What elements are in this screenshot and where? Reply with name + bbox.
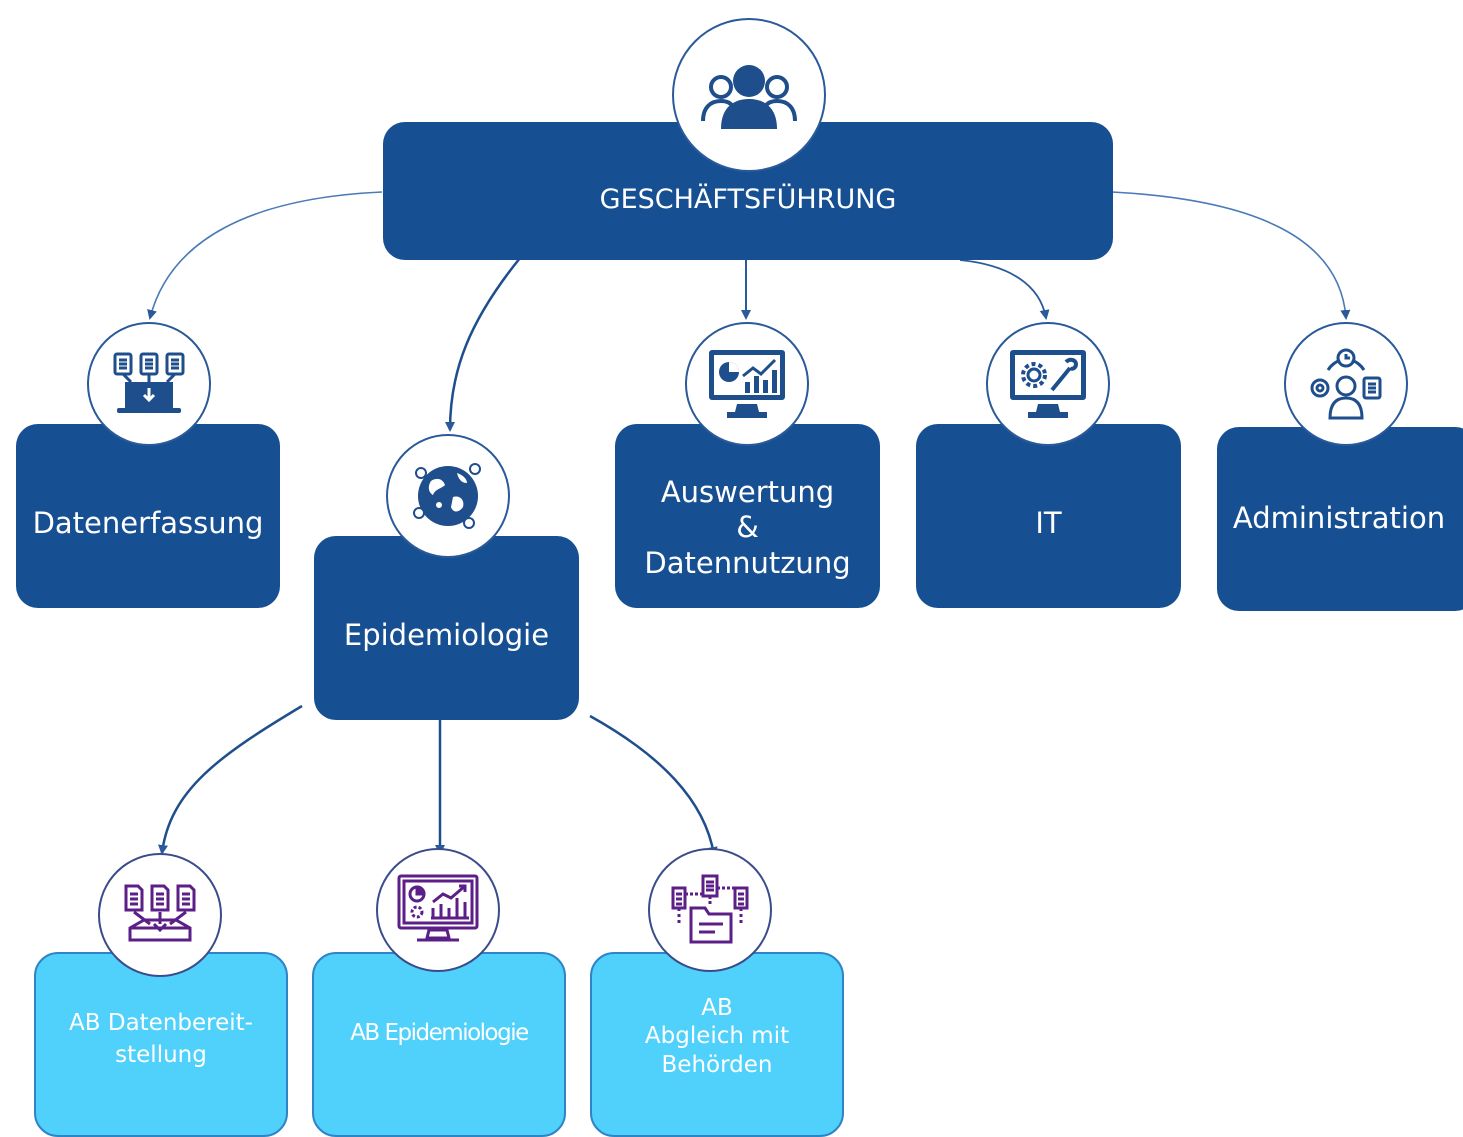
monitor-chart-icon (376, 848, 500, 972)
dept-epidemiologie-label: Epidemiologie (343, 618, 550, 653)
dept-auswertung-box: Auswertung & Datennutzung (615, 424, 880, 608)
connector-datenerfassung (147, 191, 383, 320)
settings-monitor-icon (986, 322, 1110, 446)
dept-datenerfassung-label: Datenerfassung (32, 506, 264, 541)
dept-it-label: IT (1035, 506, 1062, 541)
dept-epidemiologie-box: Epidemiologie (314, 536, 579, 720)
document-inbox-icon (98, 853, 222, 977)
top-node-label: GESCHÄFTSFÜHRUNG (599, 183, 897, 215)
connector-ab-datenbereitstellung (158, 704, 303, 855)
workgroup-epidemiologie-label: AB Epidemiologie (350, 1020, 529, 1047)
dept-datenerfassung-box: Datenerfassung (16, 424, 280, 608)
connector-ab-abgleich (589, 714, 718, 857)
connector-it (959, 259, 1050, 320)
admin-person-icon (1284, 322, 1408, 446)
workgroup-epidemiologie-box: AB Epidemiologie (312, 952, 566, 1137)
dept-auswertung-label: Auswertung & Datennutzung (644, 474, 851, 580)
workgroup-abgleich-label: AB Abgleich mit Behörden (644, 995, 790, 1078)
workgroup-datenbereitstellung-label: AB Datenbereit- stellung (69, 1010, 253, 1068)
workgroup-abgleich-box: AB Abgleich mit Behörden (590, 952, 844, 1137)
connector-administration (1111, 191, 1351, 320)
team-icon (672, 18, 826, 172)
dept-administration-label: Administration (1232, 501, 1446, 536)
document-folder-icon (648, 848, 772, 972)
workgroup-datenbereitstellung-box: AB Datenbereit- stellung (34, 952, 288, 1137)
dept-administration-box: Administration (1217, 427, 1463, 611)
connector-epidemiologie (445, 257, 521, 432)
globe-network-icon (386, 434, 510, 558)
analytics-monitor-icon (685, 322, 809, 446)
dept-it-box: IT (916, 424, 1181, 608)
data-upload-laptop-icon (87, 322, 211, 446)
